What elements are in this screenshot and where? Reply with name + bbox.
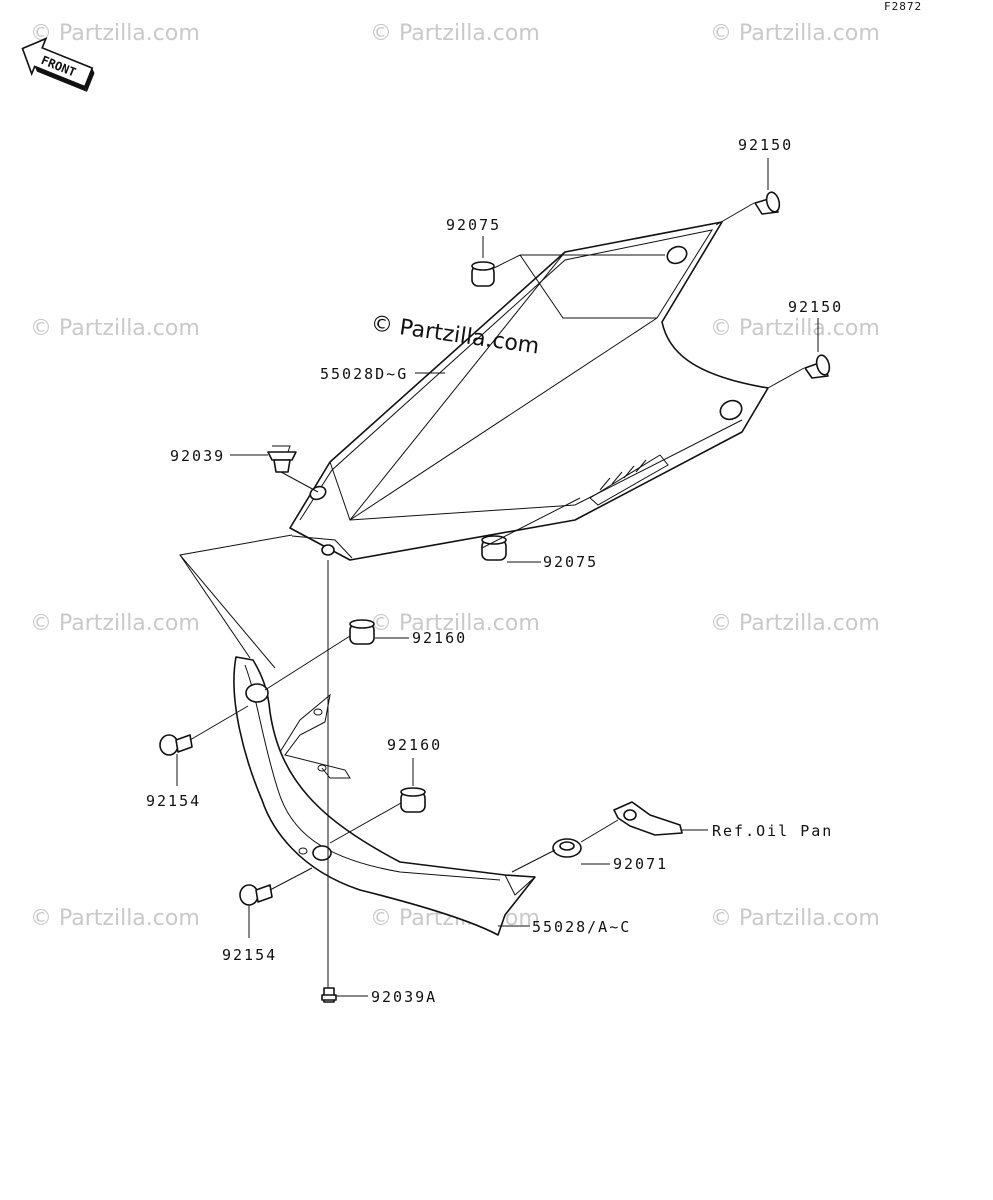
- label-ref-oil-pan: Ref.Oil Pan: [712, 822, 833, 840]
- watermark-text: © Partzilla.com: [710, 316, 880, 341]
- bolt-92154-a: [159, 734, 193, 756]
- watermark-text: © Partzilla.com: [30, 906, 200, 931]
- label-92075-low: 92075: [543, 553, 598, 571]
- label-92150-mid: 92150: [788, 298, 843, 316]
- watermark-text: © Partzilla.com: [30, 316, 200, 341]
- watermark-layer: © Partzilla.com © Partzilla.com © Partzi…: [30, 21, 880, 931]
- label-55028D-G: 55028D~G: [320, 365, 408, 383]
- grommet-92071: [552, 838, 582, 858]
- watermark-text: © Partzilla.com: [370, 21, 540, 46]
- watermark-text: © Partzilla.com: [710, 906, 880, 931]
- label-55028-A-C: 55028/A~C: [532, 918, 631, 936]
- figure-code: F2872: [884, 0, 922, 13]
- clip-92039A: [321, 987, 337, 1003]
- part-labels: 92150 92075 92150 55028D~G 92039 92075 9…: [146, 136, 843, 1006]
- grommet-92075-top: [471, 261, 495, 287]
- bolt-92150-mid: [804, 354, 831, 379]
- watermark-text: © Partzilla.com: [370, 611, 540, 636]
- label-92071: 92071: [613, 855, 668, 873]
- upper-side-cover: [289, 221, 769, 561]
- bolt-92154-b: [239, 884, 273, 906]
- bolt-92150-top: [754, 191, 781, 215]
- label-92160-b: 92160: [387, 736, 442, 754]
- label-92039: 92039: [170, 447, 225, 465]
- grommet-92075-low: [481, 535, 507, 561]
- label-92075-top: 92075: [446, 216, 501, 234]
- watermark-text: © Partzilla.com: [710, 21, 880, 46]
- leader-lines: [176, 158, 819, 997]
- lower-cover: [233, 656, 536, 936]
- grommet-92160-a: [349, 619, 375, 645]
- label-92160-a: 92160: [412, 629, 467, 647]
- label-92154-a: 92154: [146, 792, 201, 810]
- label-92150-top: 92150: [738, 136, 793, 154]
- label-92154-b: 92154: [222, 946, 277, 964]
- grommet-92160-b: [400, 787, 426, 813]
- oil-pan-bracket: [613, 801, 683, 836]
- watermark-text: © Partzilla.com: [30, 21, 200, 46]
- clip-92039: [267, 445, 297, 473]
- watermark-text: © Partzilla.com: [30, 611, 200, 636]
- watermark-text: © Partzilla.com: [710, 611, 880, 636]
- label-92039A: 92039A: [371, 988, 437, 1006]
